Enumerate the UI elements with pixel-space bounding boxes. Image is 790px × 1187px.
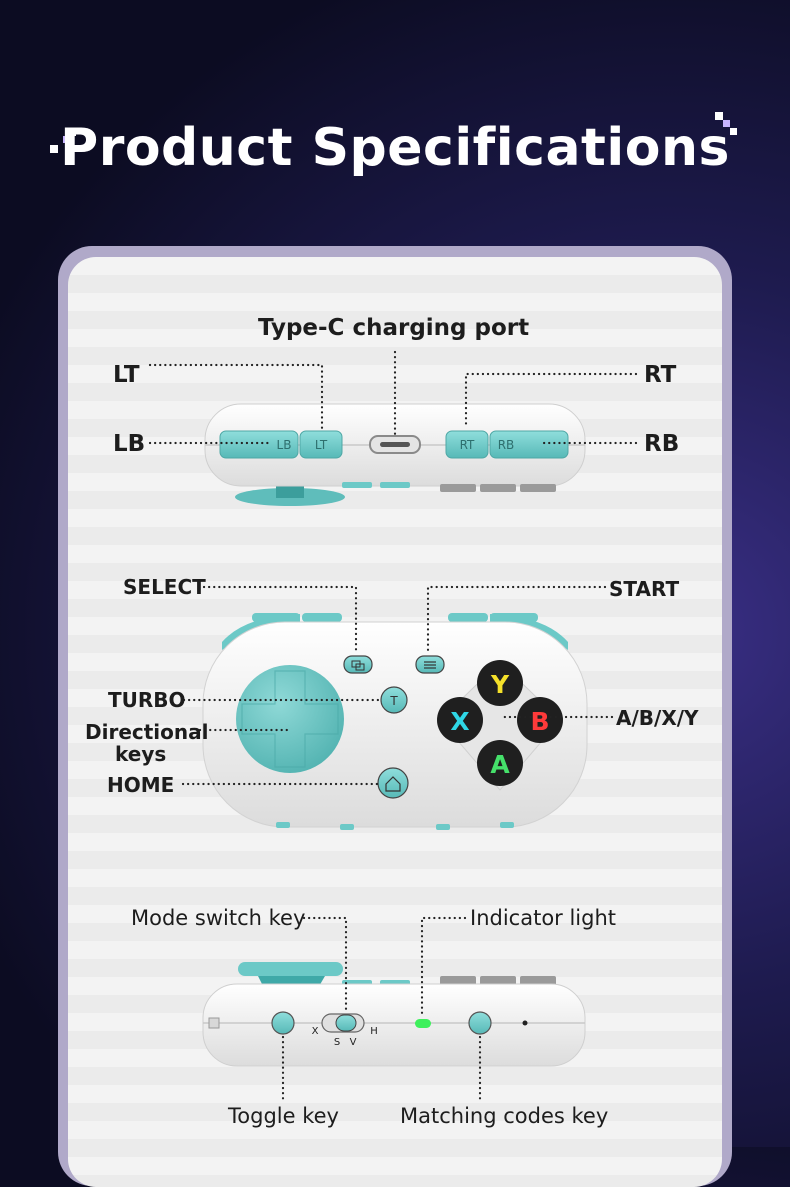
switch-mark-s: S <box>334 1037 340 1048</box>
start-label: START <box>609 577 680 601</box>
top-view-controller <box>204 403 586 506</box>
mode-switch-key-label: Mode switch key <box>131 906 306 930</box>
pixel-decoration-left-1 <box>50 145 58 153</box>
front-view-controller <box>202 613 588 830</box>
rb-label: RB <box>644 431 680 457</box>
indicator-light <box>415 1019 431 1028</box>
lb-button-text: LB <box>277 438 292 452</box>
indicator-light-label: Indicator light <box>470 906 617 930</box>
page-title: Product Specifications <box>60 118 730 178</box>
toggle-key <box>271 1011 295 1035</box>
b-button-text: B <box>530 707 549 736</box>
matching-codes-key-label: Matching codes key <box>400 1104 609 1128</box>
pixel-decoration-left-2 <box>63 136 70 143</box>
x-button-text: X <box>450 707 469 736</box>
lt-label: LT <box>113 362 140 388</box>
y-button-text: Y <box>490 670 510 699</box>
rt-button <box>445 430 489 459</box>
pixel-decoration-right-2 <box>723 120 730 127</box>
toggle-key-label: Toggle key <box>228 1104 339 1128</box>
pixel-decoration-left-3 <box>70 130 76 136</box>
leader-lines <box>148 350 638 1102</box>
turbo-label: TURBO <box>108 688 186 712</box>
abxy-label: A/B/X/Y <box>616 706 699 730</box>
b-button <box>517 697 563 743</box>
switch-mark-h: H <box>370 1026 378 1037</box>
pixel-decoration-right-3 <box>730 128 737 135</box>
rb-button-text: RB <box>498 438 515 452</box>
a-button-text: A <box>490 750 510 779</box>
bottom-view-controller <box>202 962 586 1067</box>
pixel-decoration-right-1 <box>715 112 723 120</box>
y-button <box>477 660 523 706</box>
directional-keys-label-line2: keys <box>115 742 167 766</box>
rb-button <box>489 430 569 459</box>
switch-mark-v: V <box>350 1037 357 1048</box>
a-button <box>477 740 523 786</box>
rt-button-text: RT <box>460 438 475 452</box>
x-button <box>437 697 483 743</box>
turbo-button <box>380 686 408 714</box>
controller-illustrations: LB LT RT RB T Y X B A X S V H <box>148 350 638 1102</box>
rt-label: RT <box>644 362 677 388</box>
lb-label: LB <box>113 431 146 457</box>
select-label: SELECT <box>123 575 206 599</box>
lt-button-text: LT <box>315 438 328 452</box>
directional-keys-label-line1: Directional <box>85 720 209 744</box>
lt-button <box>299 430 343 459</box>
matching-codes-key <box>468 1011 492 1035</box>
lb-button <box>219 430 299 459</box>
home-label: HOME <box>107 773 175 797</box>
directional-pad <box>236 665 344 773</box>
turbo-button-text: T <box>389 694 398 708</box>
switch-mark-x: X <box>312 1026 319 1037</box>
type-c-port-label: Type-C charging port <box>258 315 530 341</box>
home-button <box>377 767 409 799</box>
